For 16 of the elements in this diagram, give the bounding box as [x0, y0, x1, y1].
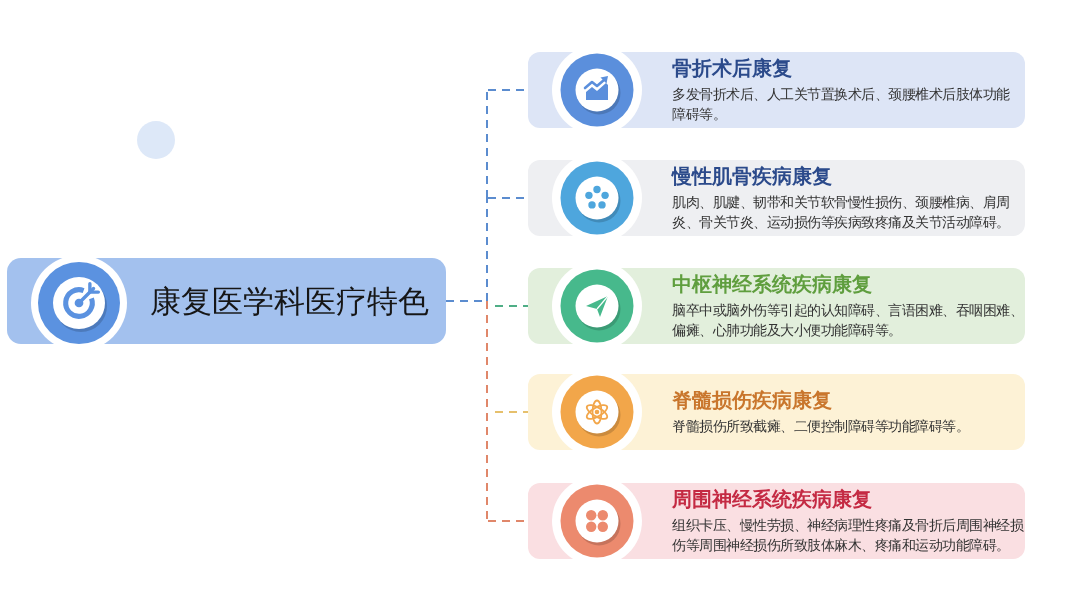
connector-line [494, 305, 529, 307]
card-description: 脊髓损伤所致截瘫、二便控制障碍等功能障碍等。 [672, 417, 970, 436]
card-description: 多发骨折术后、人工关节置换术后、颈腰椎术后肢体功能障碍等。 [672, 85, 1011, 124]
connector-line [486, 89, 488, 199]
card-title: 慢性肌骨疾病康复 [672, 164, 833, 189]
card-description: 肌肉、肌腱、韧带和关节软骨慢性损伤、颈腰椎病、肩周炎、骨关节炎、运动损伤等疾病致疼痛及关节活动障碍。 [672, 193, 1011, 232]
topic-title: 康复医学科医疗特色 [150, 282, 430, 320]
card-description: 脑卒中或脑外伤等引起的认知障碍、言语困难、吞咽困难、偏瘫、心肺功能及大小便功能障碍等。 [672, 301, 1024, 340]
card-description: 组织卡压、慢性劳损、神经病理性疼痛及骨折后周围神经损伤等周围神经损伤所致肢体麻木、疼痛和运动功能障碍。 [672, 516, 1025, 555]
connector-line [494, 411, 529, 413]
card-title: 脊髓损伤疾病康复 [672, 388, 833, 413]
connector-line [486, 197, 488, 302]
card-title: 周围神经系统疾病康复 [672, 487, 873, 512]
connector-line [486, 300, 488, 522]
card-title: 骨折术后康复 [672, 56, 793, 81]
card-title: 中枢神经系统疾病康复 [672, 272, 873, 297]
